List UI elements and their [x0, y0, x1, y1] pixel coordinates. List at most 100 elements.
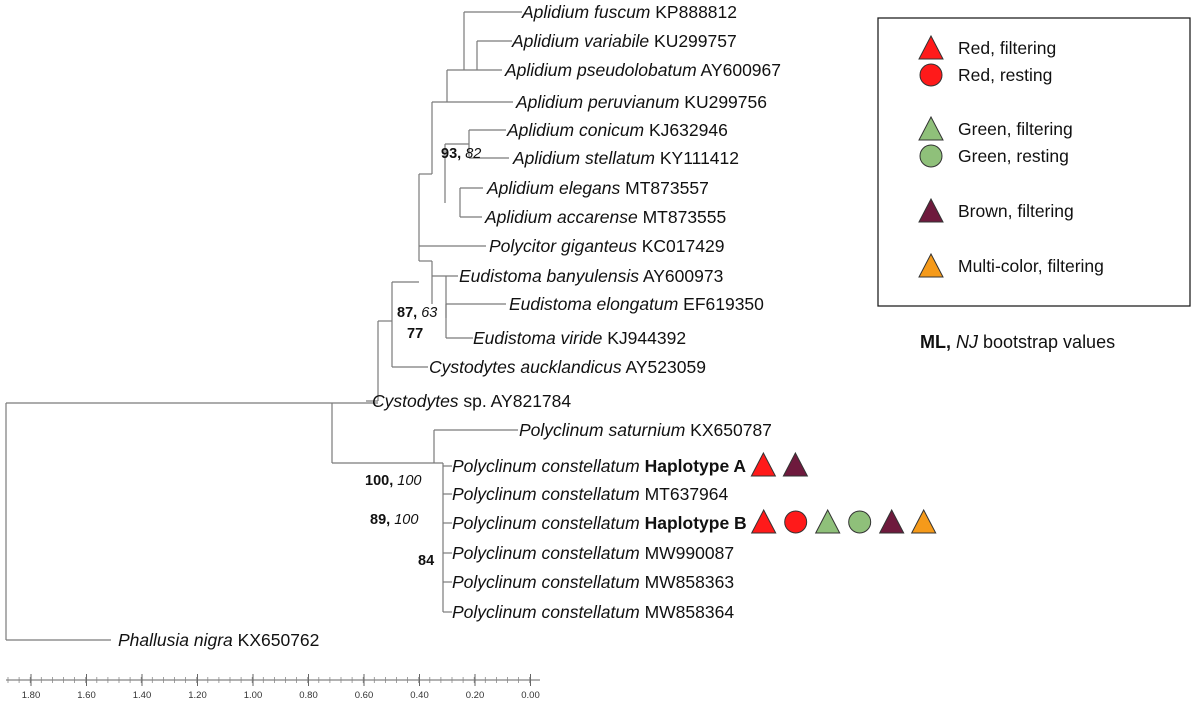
legend-label: Green, resting: [958, 146, 1069, 166]
legend-label: Green, filtering: [958, 119, 1073, 139]
taxon-label: Polycitor giganteus KC017429: [489, 236, 724, 256]
taxon-accession: KC017429: [637, 236, 725, 256]
taxon-label: Aplidium peruvianum KU299756: [515, 92, 767, 112]
haplotype-label: Haplotype B: [640, 513, 747, 533]
taxon-species: Polyclinum constellatum: [452, 456, 640, 476]
green-triangle-icon: [814, 508, 841, 534]
note-nj: NJ: [951, 332, 979, 352]
taxon-species: Aplidium conicum: [506, 120, 644, 140]
red-triangle-icon: [750, 451, 777, 477]
taxon-accession: AY600967: [697, 60, 781, 80]
legend-circle-icon: [919, 144, 943, 168]
bootstrap-legend-text: ML, NJ bootstrap values: [920, 332, 1115, 352]
scale-tick-label: 1.00: [244, 690, 263, 701]
haplotype-label: Haplotype A: [640, 456, 747, 476]
scale-tick-label: 1.40: [133, 690, 152, 701]
red-triangle-icon: [750, 508, 777, 534]
brown-triangle-icon: [878, 508, 905, 534]
taxon-accession: MT873557: [620, 178, 709, 198]
taxon-accession: KJ944392: [602, 328, 686, 348]
taxon-label: Aplidium conicum KJ632946: [506, 120, 728, 140]
taxon-species: Polyclinum constellatum: [452, 543, 640, 563]
taxon-species: Aplidium fuscum: [521, 2, 650, 22]
taxon-species: Aplidium stellatum: [512, 148, 655, 168]
taxon-species: Aplidium pseudolobatum: [504, 60, 697, 80]
taxon-species: Eudistoma banyulensis: [459, 266, 639, 286]
legend-triangle-icon: [918, 197, 944, 223]
taxon-species: Polyclinum constellatum: [452, 602, 640, 622]
taxon-accession: KU299757: [649, 31, 737, 51]
taxon-label: Polyclinum constellatum MT637964: [452, 484, 729, 504]
taxon-species: Polyclinum saturnium: [519, 420, 685, 440]
taxon-accession: MW858364: [640, 602, 735, 622]
taxon-species: Aplidium elegans: [486, 178, 621, 198]
scale-tick-label: 0.60: [355, 690, 374, 701]
bootstrap-value: 84: [418, 553, 434, 569]
bootstrap-value: 77: [407, 326, 423, 342]
taxon-species: Aplidium accarense: [484, 207, 638, 227]
taxon-label: Aplidium variabile KU299757: [511, 31, 737, 51]
taxon-label: Eudistoma elongatum EF619350: [509, 294, 764, 314]
bootstrap-nj: 63: [417, 305, 437, 321]
taxon-accession: KX650762: [233, 630, 320, 650]
bootstrap-nj: 82: [461, 146, 481, 162]
green-circle-icon: [848, 510, 872, 534]
scale-tick-label: 0.80: [299, 690, 318, 701]
bootstrap-ml: 77: [407, 326, 423, 342]
taxon-accession: EF619350: [678, 294, 764, 314]
scale-tick-label: 0.40: [410, 690, 429, 701]
taxon-label: Polyclinum constellatum MW990087: [452, 543, 734, 563]
bootstrap-value: 87, 63: [397, 305, 437, 321]
bootstrap-ml: 84: [418, 553, 434, 569]
scale-tick-label: 1.60: [77, 690, 96, 701]
legend-label: Brown, filtering: [958, 201, 1074, 221]
taxon-species: Cystodytes aucklandicus: [429, 357, 622, 377]
bootstrap-nj: 100: [390, 512, 418, 528]
legend-triangle-icon: [918, 34, 944, 60]
taxon-species: Eudistoma elongatum: [509, 294, 678, 314]
taxon-species: Eudistoma viride: [473, 328, 603, 348]
taxon-label: Polyclinum saturnium KX650787: [519, 420, 772, 440]
bootstrap-ml: 87,: [397, 305, 417, 321]
taxon-species: Phallusia nigra: [118, 630, 233, 650]
taxon-accession: MW858363: [640, 572, 734, 592]
taxon-label: Eudistoma banyulensis AY600973: [459, 266, 723, 286]
taxon-label: Aplidium stellatum KY111412: [512, 148, 739, 168]
bootstrap-value: 93, 82: [441, 146, 481, 162]
taxon-label: Cystodytes aucklandicus AY523059: [429, 357, 706, 377]
haplotype-markers: [750, 451, 937, 534]
taxon-accession: KU299756: [679, 92, 767, 112]
taxon-accession: MT637964: [640, 484, 729, 504]
taxon-accession: KJ632946: [644, 120, 728, 140]
bootstrap-ml: 93,: [441, 146, 461, 162]
taxon-species: Cystodytes: [372, 391, 459, 411]
taxon-label: Polyclinum constellatum MW858363: [452, 572, 734, 592]
scale-tick-label: 1.80: [22, 690, 41, 701]
scale-tick-label: 0.20: [466, 690, 485, 701]
bootstrap-labels: 93, 82 87, 63 77 100, 100 89, 100 84: [365, 146, 481, 569]
taxon-label: Phallusia nigra KX650762: [118, 630, 319, 650]
red-circle-icon: [784, 510, 808, 534]
taxon-label: Eudistoma viride KJ944392: [473, 328, 686, 348]
legend-triangle-icon: [918, 252, 944, 278]
legend-label: Multi-color, filtering: [958, 256, 1104, 276]
taxon-species: Polyclinum constellatum: [452, 572, 640, 592]
taxon-label: Aplidium fuscum KP888812: [521, 2, 737, 22]
scale-tick-label: 1.20: [188, 690, 207, 701]
bootstrap-ml: 89,: [370, 512, 390, 528]
taxon-label: Cystodytes sp. AY821784: [372, 391, 571, 411]
taxon-species: Polyclinum constellatum: [452, 484, 640, 504]
taxon-label: Aplidium pseudolobatum AY600967: [504, 60, 781, 80]
taxon-species: Polyclinum constellatum: [452, 513, 640, 533]
taxon-label: Aplidium elegans MT873557: [486, 178, 709, 198]
legend-label: Red, resting: [958, 65, 1052, 85]
bootstrap-value: 89, 100: [370, 512, 418, 528]
legend-circle-icon: [919, 63, 943, 87]
bootstrap-value: 100, 100: [365, 473, 421, 489]
tree-branches: [5, 11, 522, 641]
orange-triangle-icon: [910, 508, 937, 534]
